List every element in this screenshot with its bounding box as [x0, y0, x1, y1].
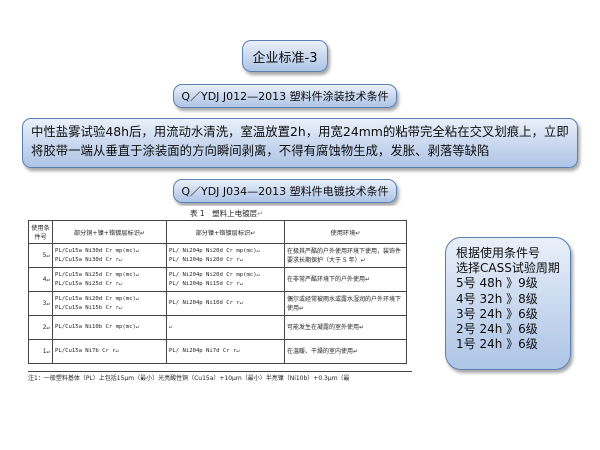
coating-line: PL/ Ni204p Ni10d Cr r↵	[169, 300, 244, 306]
coating-line: PL/ Ni204p Ni20d Cr r↵	[169, 256, 244, 263]
coating-line: PL/Cu15a Ni15b Cr r↵	[55, 304, 123, 311]
row-environment: 在非常严酷环境下的户外使用↵	[284, 267, 407, 292]
table-row: 3↵ PL/Cu15a Ni20d Cr mp(mc)↵ PL/Cu15a Ni1…	[28, 291, 407, 316]
table-row: 1↵ PL/Cu15a Ni7b Cr r↵ PL/ Ni204p Ni7d C…	[28, 339, 407, 364]
row-nickel-coating: PL/ Ni204p Ni20d Cr mp(mc)↵ PL/ Ni204p Ni…	[166, 267, 285, 292]
row-nickel-coating: PL/ Ni204p Ni7d Cr r↵	[166, 339, 285, 364]
row-copper-coating: PL/Cu15a Ni30d Cr mp(mc)↵ PL/Cu15a Ni30d …	[52, 243, 167, 268]
row-environment: 在温暖、干燥的室内使用↵	[284, 339, 407, 364]
row-level: 5↵	[28, 243, 53, 268]
coating-line: PL/Cu15a Ni25d Cr mp(mc)↵	[55, 271, 140, 278]
row-copper-coating: PL/Cu15a Ni7b Cr r↵	[52, 339, 167, 364]
coating-line: PL/Cu15a Ni30d Cr mp(mc)↵	[55, 247, 140, 254]
page-title-text: 企业标准-3	[252, 50, 318, 66]
header-nickel-chrome: 部分镍+铬镀层标识↵	[166, 220, 285, 244]
coating-line: PL/ Ni204p Ni7d Cr r↵	[169, 348, 240, 354]
cass-heading-1: 根据使用条件号	[456, 246, 541, 260]
row-copper-coating: PL/Cu15a Ni25d Cr mp(mc)↵ PL/Cu15a Ni25d …	[52, 267, 167, 292]
cass-item: 1号 24h 》6级	[456, 337, 538, 352]
table-row: 4↵ PL/Cu15a Ni25d Cr mp(mc)↵PL/Cu15a Ni2…	[28, 267, 407, 292]
table-header-row: 使用条件号 部分铜+镍+铬镀层标识↵ 部分镍+铬镀层标识↵ 使用环境↵	[28, 220, 407, 244]
row-level: 1↵	[28, 339, 53, 364]
standard-2-text: Q／YDJ J034—2013 塑料件电镀技术条件	[181, 185, 389, 198]
coating-line: PL/ Ni204p Ni15d Cr r↵	[169, 280, 244, 287]
row-level: 4↵	[28, 267, 53, 292]
coating-line: PL/ Ni204p Ni20d Cr mp(mc)↵	[169, 271, 260, 278]
coating-line: PL/Cu15a Ni10b Cr mp(mc)↵	[55, 324, 140, 330]
cass-item: 3号 24h 》6级	[456, 306, 538, 321]
table-title: 表 1 塑料上电镀层↵	[190, 208, 263, 219]
table-title-mark: ↵	[257, 209, 264, 218]
coating-line: PL/Cu15a Ni25d Cr r↵	[55, 280, 123, 287]
table-row: 2↵ PL/Cu15a Ni10b Cr mp(mc)↵ ↵ 可能发生在凝露的室…	[28, 315, 407, 340]
header-copper-nickel-chrome: 部分铜+镍+铬镀层标识↵	[52, 220, 167, 244]
table-row: 5↵ PL/Cu15a Ni30d Cr mp(mc)↵PL/Cu15a Ni3…	[28, 243, 407, 268]
row-nickel-coating: PL/ Ni204p Ni20d Cr mp(mc)↵ PL/ Ni204p Ni…	[166, 243, 285, 268]
row-level: 2↵	[28, 315, 53, 340]
plating-table-excerpt: 表 1 塑料上电镀层↵ 使用条件号 部分铜+镍+铬镀层标识↵ 部分镍+铬镀层标识…	[22, 206, 412, 381]
cass-item: 2号 24h 》6级	[456, 322, 538, 337]
description-text: 中性盐雾试验48h后，用流动水清洗，室温放置2h，用宽24mm的粘带完全粘在交叉…	[31, 124, 569, 158]
row-nickel-coating: ↵	[166, 315, 285, 340]
coating-line: PL/Cu15a Ni20d Cr mp(mc)↵	[55, 295, 140, 302]
coating-line: PL/Cu15a Ni30d Cr r↵	[55, 256, 123, 263]
coating-line: PL/ Ni204p Ni20d Cr mp(mc)↵	[169, 247, 260, 254]
row-nickel-coating: PL/ Ni204p Ni10d Cr r↵	[166, 291, 285, 316]
cass-item: 5号 48h 》9级	[456, 276, 538, 291]
plating-table: 使用条件号 部分铜+镍+铬镀层标识↵ 部分镍+铬镀层标识↵ 使用环境↵ 5↵ P…	[28, 220, 407, 364]
row-copper-coating: PL/Cu15a Ni10b Cr mp(mc)↵	[52, 315, 167, 340]
standard-1-label: Q／YDJ J012—2013 塑料件涂装技术条件	[173, 84, 397, 108]
cass-heading-2: 选择CASS试验周期	[456, 261, 560, 276]
row-level: 3↵	[28, 291, 53, 316]
row-copper-coating: PL/Cu15a Ni20d Cr mp(mc)↵ PL/Cu15a Ni15b …	[52, 291, 167, 316]
row-environment: 在极其严酷的户外使用环境下使用，装饰件要求长期保护（大于 5 年）↵	[284, 243, 407, 268]
cass-item: 4号 32h 》8级	[456, 291, 538, 306]
table-title-text: 表 1 塑料上电镀层	[190, 209, 258, 218]
row-environment: 偶尔或经常被雨水或露水湿润的户外环境下使用↵	[284, 291, 407, 316]
standard-1-text: Q／YDJ J012—2013 塑料件涂装技术条件	[181, 90, 389, 103]
standard-2-label: Q／YDJ J034—2013 塑料件电镀技术条件	[173, 179, 397, 203]
row-environment: 可能发生在凝露的室外使用↵	[284, 315, 407, 340]
coating-line: PL/Cu15a Ni7b Cr r↵	[55, 348, 119, 354]
coating-line: ↵	[169, 324, 173, 330]
table-note: 注1：一般塑料基体（PL）上包括15μm（最小）光亮酸性铜（Cu15a）+10μ…	[28, 371, 412, 381]
header-condition: 使用条件号	[28, 220, 53, 244]
description-box: 中性盐雾试验48h后，用流动水清洗，室温放置2h，用宽24mm的粘带完全粘在交叉…	[22, 118, 578, 168]
cass-period-box: 根据使用条件号 选择CASS试验周期 5号 48h 》9级 4号 32h 》8级…	[445, 237, 571, 370]
page-title: 企业标准-3	[242, 40, 328, 72]
header-environment: 使用环境↵	[284, 220, 407, 244]
